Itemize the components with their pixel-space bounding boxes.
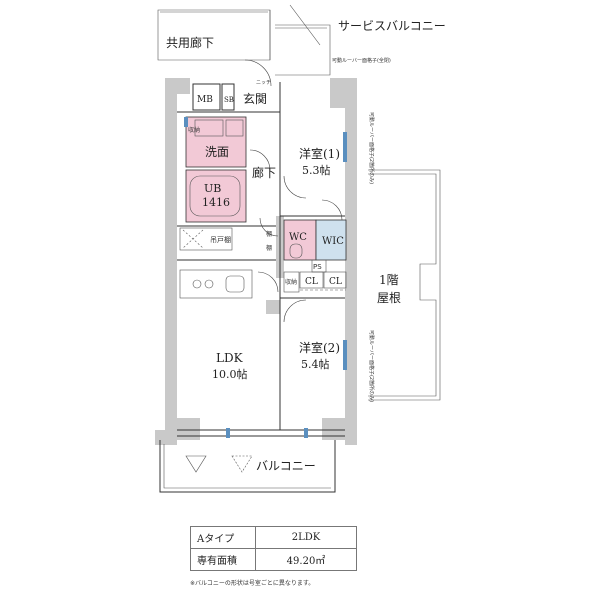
label-western1: 洋室(1) [299,146,340,161]
service-balcony-area [275,4,331,76]
type-label: Aタイプ [190,526,256,549]
wet-areas [185,116,247,223]
label-western2: 洋室(2) [299,340,340,355]
label-louver-side1: 可動ルーバー面格子(2箇所のみ) [368,112,375,184]
label-ldk: LDK [216,351,244,365]
balcony-area [159,440,336,493]
area-label: 専有面積 [190,548,256,571]
label-balcony: バルコニー [256,459,316,473]
label-ub-size: 1416 [202,196,230,209]
kitchen-counter [179,227,253,299]
label-common-corridor: 共用廊下 [166,35,214,50]
label-storage: 収納 [285,278,297,286]
label-hallway: 廊下 [252,165,276,180]
label-sb: SB [224,96,234,104]
label-mb: MB [197,95,213,105]
interior-lines [177,82,345,437]
windows [184,117,347,438]
label-shelf-2: 棚 [266,244,272,252]
label-1f: 1階 [379,272,399,287]
spec-table: Aタイプ 2LDK 専有面積 49.20㎡ [190,526,357,571]
label-shelf-1: 棚 [266,230,272,238]
label-service-balcony: サービスバルコニー [338,19,446,33]
storage-row [283,259,347,293]
common-corridor-area [157,9,271,61]
label-hanging-closet: 吊戸棚 [210,235,231,244]
label-western2-size: 5.4帖 [301,358,330,371]
label-entrance: 玄関 [243,91,267,106]
label-louver-note: 可動ルーバー面格子(全閉) [332,57,391,64]
label-cl-2: CL [329,277,342,287]
spec-row-type: Aタイプ 2LDK [190,526,357,549]
label-washroom: 洗面 [205,145,229,159]
label-roof: 屋根 [377,291,401,305]
balcony-note: ※バルコニーの形状は号室ごとに異なります。 [190,580,315,587]
label-cl-1: CL [305,277,318,287]
wc-wic [283,219,347,261]
label-ub: UB [204,182,221,195]
label-louver-side2: 可動ルーバー面格子(2箇所のみ) [368,330,375,402]
label-wash-storage: 収納 [188,126,200,134]
type-value: 2LDK [255,526,357,549]
label-western1-size: 5.3帖 [302,164,331,177]
mb-sb-closets [192,83,235,111]
label-wc: WC [289,232,307,243]
label-niche: ニッチ [256,80,271,86]
walls [155,78,357,445]
label-ldk-size: 10.0帖 [212,368,248,381]
spec-row-area: 専有面積 49.20㎡ [190,548,357,571]
label-ps: PS [313,263,322,271]
roof-outline [368,169,441,401]
label-wic: WIC [322,236,344,247]
area-value: 49.20㎡ [255,548,357,571]
doors [244,59,343,323]
